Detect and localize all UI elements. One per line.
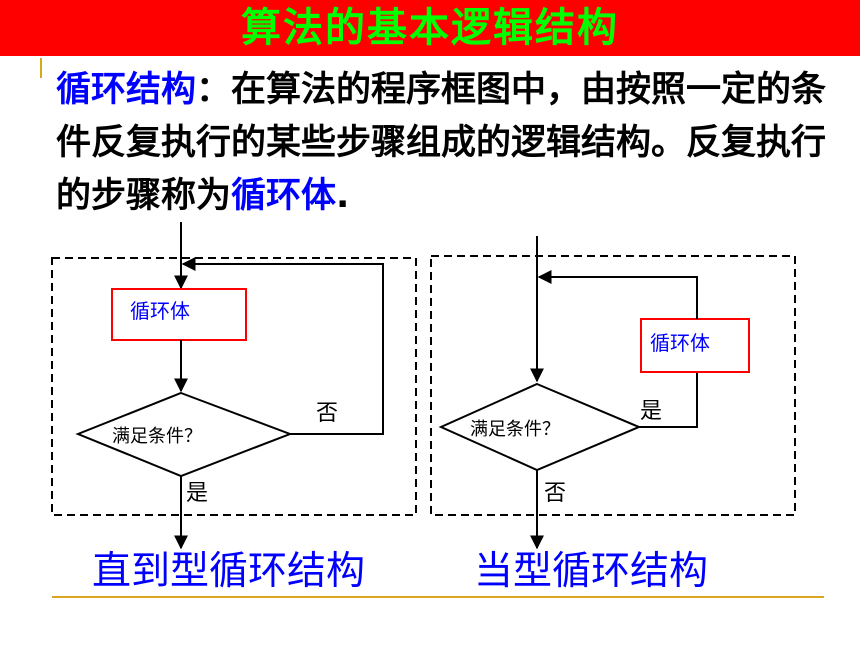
while-decision-label: 满足条件？ <box>470 419 560 440</box>
term-loop-structure: 循环结构 <box>56 70 197 110</box>
until-no-feedback-line <box>181 257 384 435</box>
slide-title: 算法的基本逻辑结构 <box>241 5 619 51</box>
while-feedback-line <box>537 270 698 319</box>
while-no-label: 否 <box>544 481 566 506</box>
definition-end: . <box>336 176 350 216</box>
while-loop-body-label: 循环体 <box>650 331 710 355</box>
until-decision-label: 满足条件？ <box>112 426 202 447</box>
until-loop-caption: 直到型循环结构 <box>92 549 366 594</box>
term-colon: ： <box>196 70 232 110</box>
until-loop-body-label: 循环体 <box>130 299 190 323</box>
until-no-label: 否 <box>316 401 338 426</box>
definition-text: 在算法的程序框图中，由按照一定的条件反复执行的某些步骤组成的逻辑结构。反复执行的… <box>56 70 827 216</box>
until-loop-body-box <box>111 288 247 341</box>
while-loop-caption: 当型循环结构 <box>474 549 709 594</box>
decorative-tick <box>40 58 42 78</box>
while-yes-label: 是 <box>640 399 662 424</box>
until-loop-dashed-frame <box>51 257 417 516</box>
while-yes-to-body-line <box>639 372 698 428</box>
bottom-rule <box>52 596 824 598</box>
title-bar <box>0 0 860 56</box>
while-loop-dashed-frame <box>430 255 796 516</box>
definition-paragraph: 循环结构：在算法的程序框图中，由按照一定的条件反复执行的某些步骤组成的逻辑结构。… <box>56 64 846 223</box>
until-yes-label: 是 <box>186 481 208 506</box>
term-loop-body: 循环体 <box>231 176 337 216</box>
while-loop-body-box <box>640 318 750 373</box>
